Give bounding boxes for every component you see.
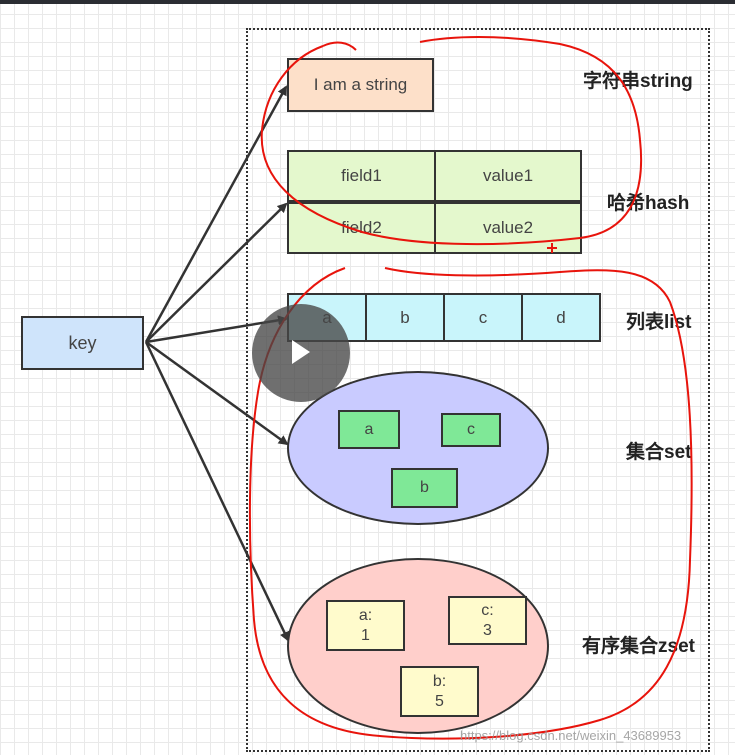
red-cross-mark — [547, 243, 557, 253]
play-icon — [292, 340, 310, 364]
value-types-container — [246, 28, 710, 752]
video-play-button[interactable] — [252, 304, 350, 402]
zset-member-box: c: 3 — [448, 596, 527, 645]
red-stroke-string-top — [322, 41, 357, 51]
string-value-box: I am a string — [287, 58, 434, 112]
hash-value-cell: value2 — [434, 202, 582, 254]
zset-member-score: 5 — [435, 692, 444, 710]
zset-member-score: 3 — [483, 621, 492, 639]
watermark-text: https://blog.csdn.net/weixin_43689953 — [460, 728, 682, 743]
set-member-box: a — [338, 410, 400, 449]
arrow-to-set — [145, 340, 289, 446]
red-circle-string-hash — [260, 36, 643, 246]
hash-field-cell: field1 — [287, 150, 436, 202]
zset-member-box: a: 1 — [326, 600, 405, 651]
zset-member-name: a: — [358, 607, 373, 625]
list-item-cell: b — [365, 293, 445, 342]
string-type-label: 字符串string — [583, 71, 693, 92]
arrow-to-zset — [144, 341, 290, 642]
zset-member-box: b: 5 — [400, 666, 479, 717]
zset-member-score: 1 — [361, 626, 370, 644]
zset-member-name: c: — [481, 602, 494, 620]
zset-member-name: b: — [432, 673, 447, 691]
hash-type-label: 哈希hash — [607, 193, 690, 214]
set-member-box: c — [441, 413, 501, 447]
arrow-to-hash — [145, 202, 288, 343]
top-bar — [0, 0, 735, 4]
key-box: key — [21, 316, 144, 370]
zset-type-label: 有序集合zset — [582, 636, 695, 657]
set-member-box: b — [391, 468, 458, 508]
set-type-label: 集合set — [626, 442, 692, 463]
list-item-cell: d — [521, 293, 601, 342]
red-circle-list-set-zset — [248, 267, 693, 740]
hash-value-cell: value1 — [434, 150, 582, 202]
list-item-cell: c — [443, 293, 523, 342]
